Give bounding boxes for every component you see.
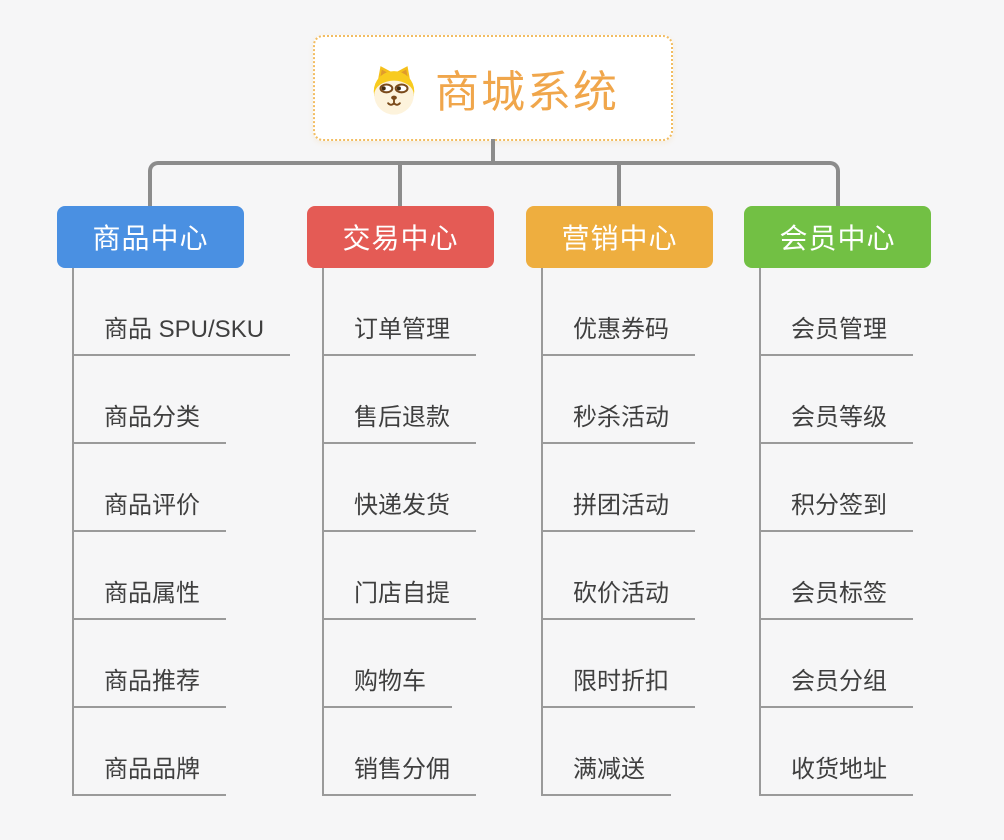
branch-node-member-center[interactable]: 会员中心 [744,206,931,268]
connector-trunk-marketing-center [541,268,543,796]
leaf-node[interactable]: 拼团活动 [541,488,695,532]
leaf-node[interactable]: 会员分组 [759,664,913,708]
leaf-node[interactable]: 会员管理 [759,312,913,356]
connector-stem-marketing [617,164,621,206]
leaf-node[interactable]: 积分签到 [759,488,913,532]
root-node[interactable]: 商城系统 [313,35,673,141]
connector-trunk-trade-center [322,268,324,796]
leaf-node[interactable]: 满减送 [541,752,671,796]
branch-node-trade-center[interactable]: 交易中心 [307,206,494,268]
connector-trunk-member-center [759,268,761,796]
leaf-node[interactable]: 会员标签 [759,576,913,620]
connector-bus [148,161,840,206]
connector-trunk-product-center [72,268,74,796]
leaf-node[interactable]: 秒杀活动 [541,400,695,444]
connector-stem-trade [398,164,402,206]
leaf-node[interactable]: 售后退款 [322,400,476,444]
doge-icon [373,66,415,115]
leaf-node[interactable]: 砍价活动 [541,576,695,620]
leaf-node[interactable]: 商品分类 [72,400,226,444]
root-node-label: 商城系统 [435,68,619,117]
leaf-node[interactable]: 会员等级 [759,400,913,444]
leaf-node[interactable]: 商品推荐 [72,664,226,708]
leaf-node[interactable]: 优惠券码 [541,312,695,356]
leaf-node[interactable]: 商品评价 [72,488,226,532]
leaf-node[interactable]: 限时折扣 [541,664,695,708]
branch-node-marketing-center[interactable]: 营销中心 [526,206,713,268]
leaf-node[interactable]: 商品属性 [72,576,226,620]
leaf-node[interactable]: 订单管理 [322,312,476,356]
branch-node-product-center[interactable]: 商品中心 [57,206,244,268]
leaf-node[interactable]: 门店自提 [322,576,476,620]
leaf-node[interactable]: 商品 SPU/SKU [72,312,291,356]
leaf-node[interactable]: 商品品牌 [72,752,226,796]
connector-root-stem [491,139,495,165]
leaf-node[interactable]: 销售分佣 [322,752,476,796]
leaf-node[interactable]: 收货地址 [759,752,913,796]
leaf-node[interactable]: 购物车 [322,664,452,708]
leaf-node[interactable]: 快递发货 [322,488,476,532]
